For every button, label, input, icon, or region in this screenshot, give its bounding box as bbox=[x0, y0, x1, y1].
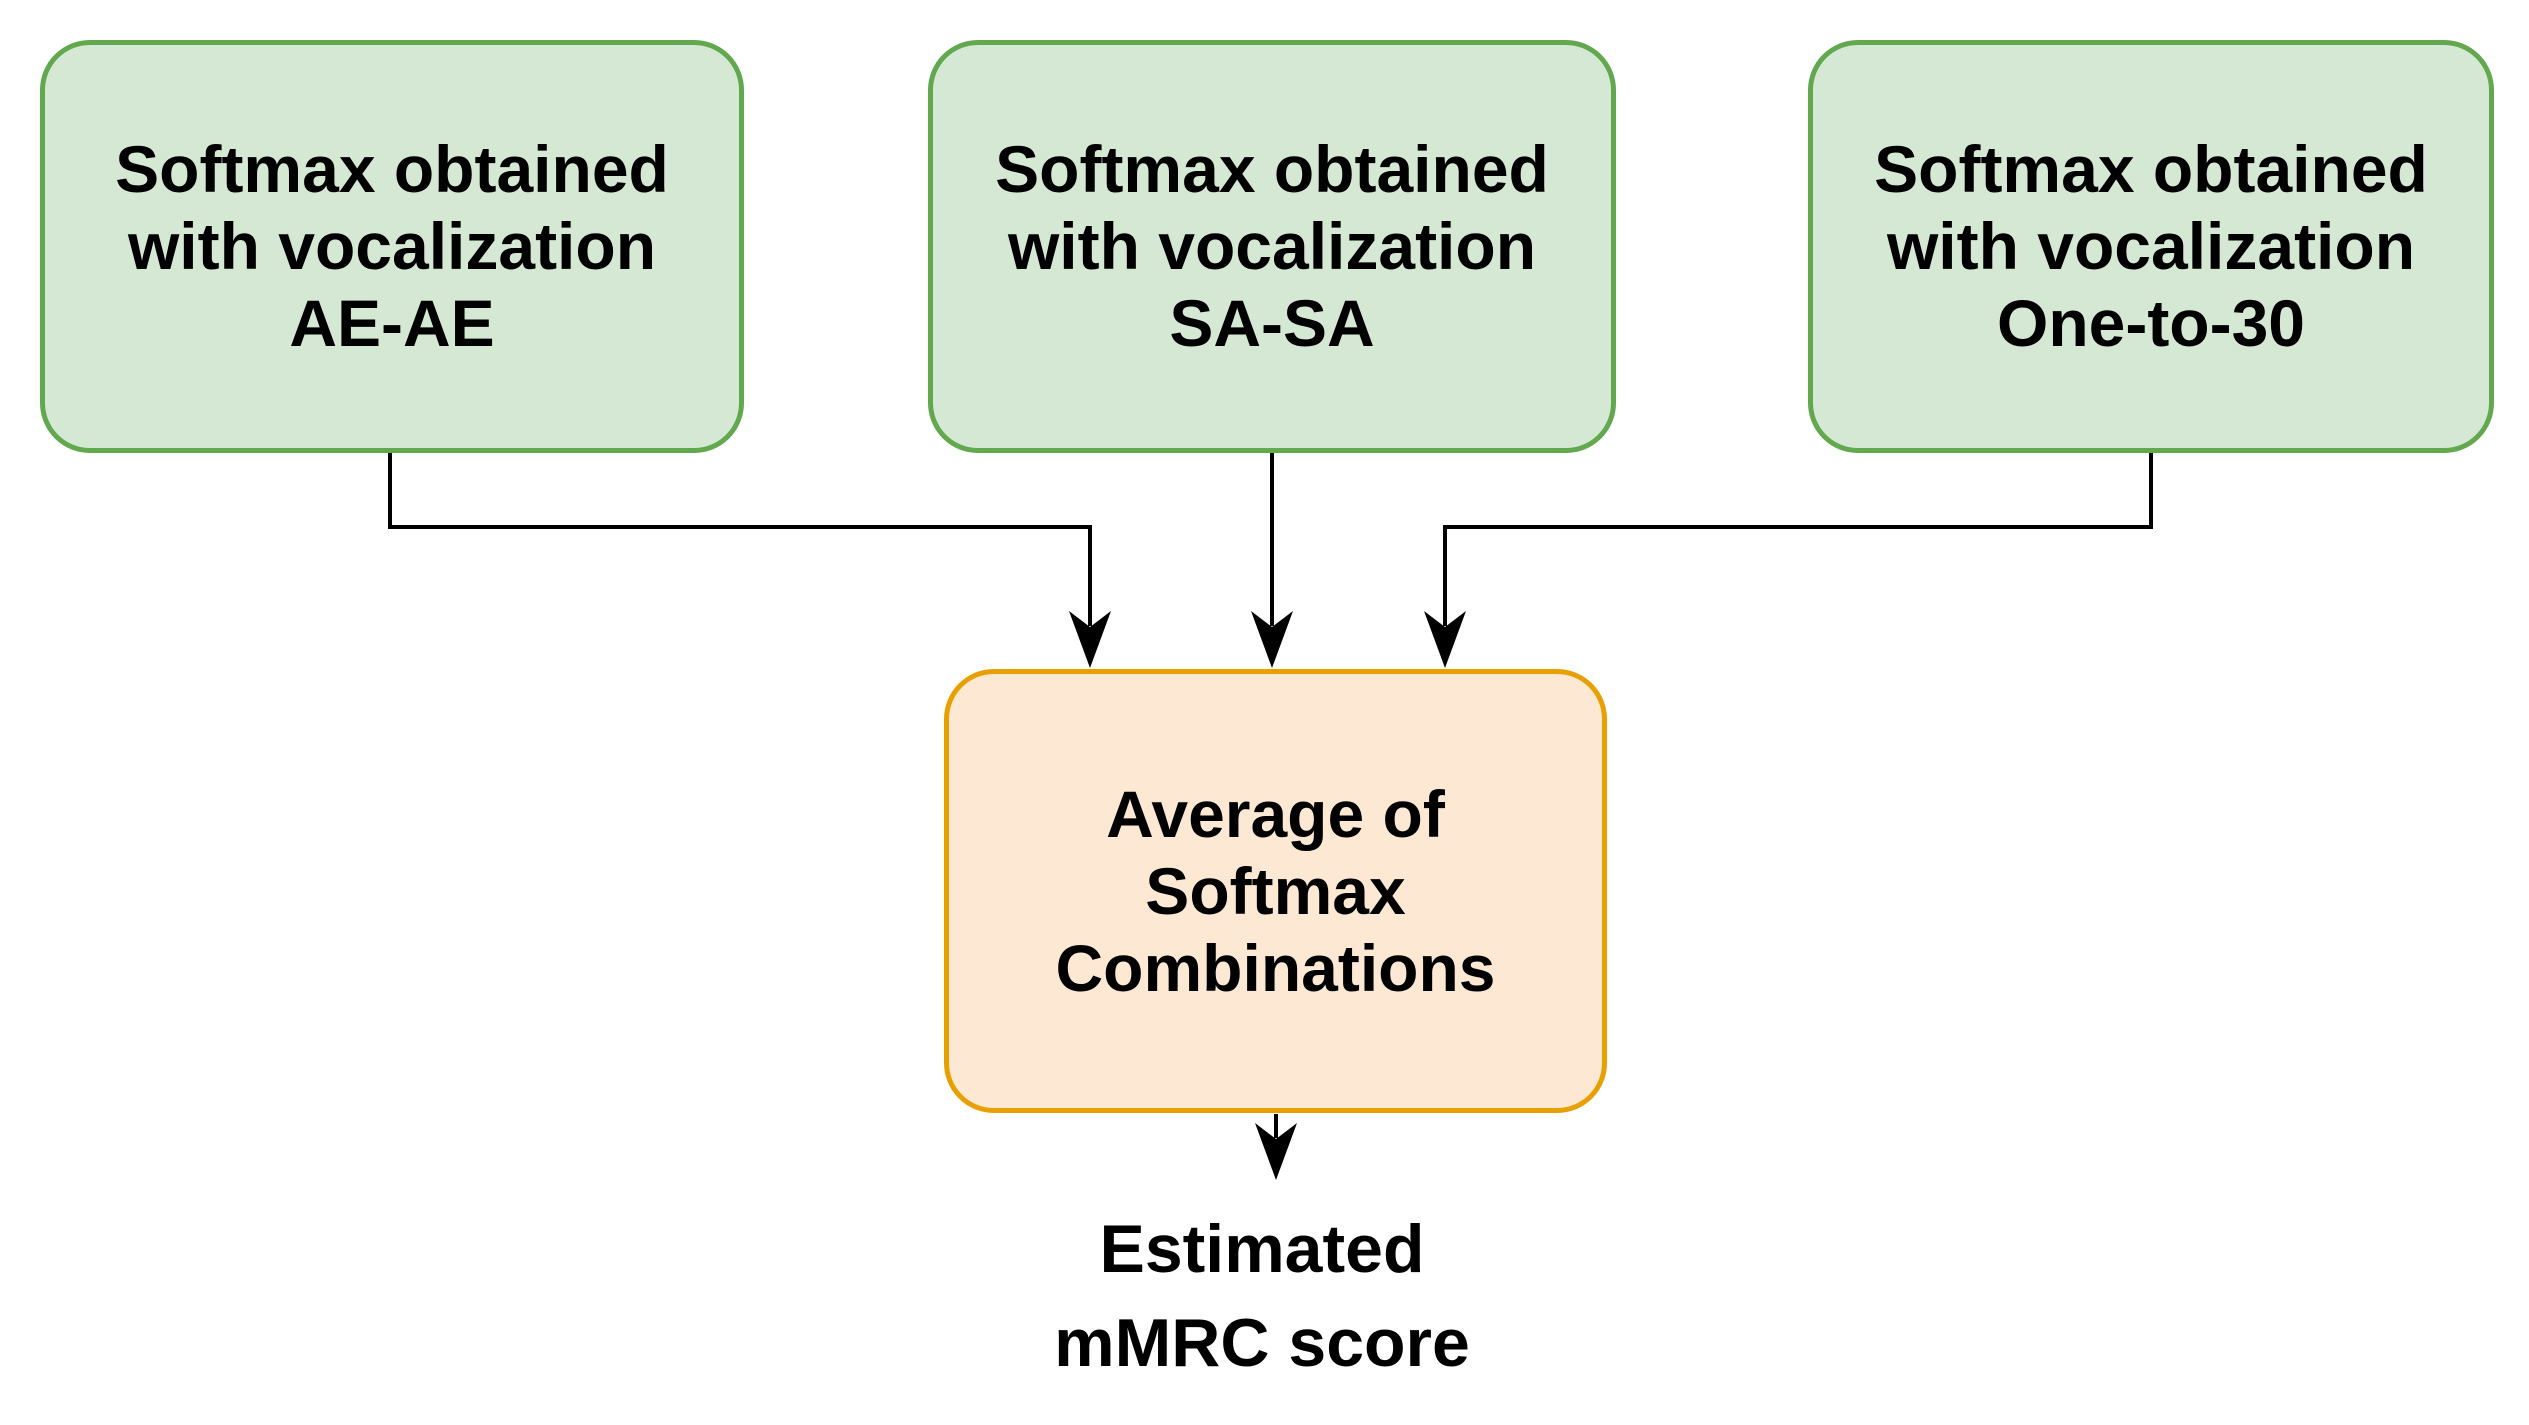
node-label-line: with vocalization bbox=[1007, 209, 1537, 283]
arrowhead-icon bbox=[1251, 611, 1293, 668]
node-label-line: with vocalization bbox=[1886, 209, 2416, 283]
node-label-line: with vocalization bbox=[127, 209, 657, 283]
node-label-line: Average of bbox=[1106, 776, 1445, 851]
node-label-line: SA-SA bbox=[1169, 286, 1375, 360]
node-label-line: One-to-30 bbox=[1996, 286, 2306, 360]
node-softmax-ae-ae: Softmax obtained with vocalization AE-AE bbox=[40, 40, 744, 453]
output-label-line: mMRC score bbox=[1054, 1305, 1470, 1381]
node-label-line: AE-AE bbox=[289, 286, 495, 360]
output-label-line: Estimated bbox=[1099, 1211, 1425, 1287]
node-softmax-sa-sa: Softmax obtained with vocalization SA-SA bbox=[928, 40, 1616, 453]
node-label-line: Softmax obtained bbox=[1874, 132, 2428, 206]
arrowhead-icon bbox=[1255, 1123, 1297, 1180]
node-label-line: Softmax obtained bbox=[995, 132, 1549, 206]
edge-one-to-30-to-average bbox=[1443, 453, 2153, 626]
output-label-estimated-mmrc-score: Estimated mMRC score bbox=[1054, 1202, 1470, 1390]
arrowhead-icon bbox=[1069, 611, 1111, 668]
node-label-line: Softmax obtained bbox=[115, 132, 669, 206]
arrowhead-icon bbox=[1424, 611, 1466, 668]
node-softmax-one-to-30: Softmax obtained with vocalization One-t… bbox=[1808, 40, 2494, 453]
node-label-line: Combinations bbox=[1055, 930, 1496, 1005]
node-average-of-softmax-combinations: Average of Softmax Combinations bbox=[944, 669, 1607, 1113]
node-label-line: Softmax bbox=[1145, 853, 1406, 928]
edge-ae-ae-to-average bbox=[388, 453, 1092, 626]
